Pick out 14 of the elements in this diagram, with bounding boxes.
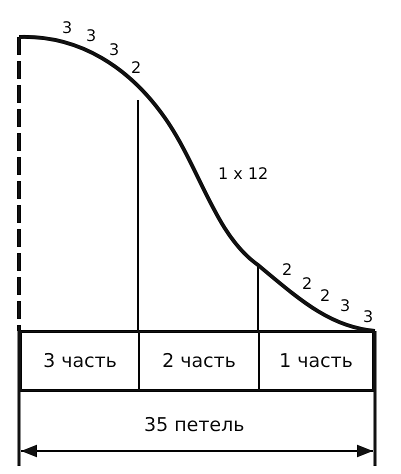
decrease-count: 2 (320, 288, 330, 304)
section-cell: 2 часть (138, 330, 258, 392)
decrease-count: 2 (131, 60, 142, 76)
decrease-count: 3 (363, 309, 374, 325)
decrease-count: 3 (86, 28, 96, 44)
decrease-count: 2 (282, 262, 292, 278)
decrease-count: 3 (109, 42, 120, 58)
decrease-count: 3 (340, 298, 350, 314)
section-cell: 3 часть (19, 330, 138, 392)
decrease-count: 3 (62, 20, 72, 36)
decrease-count: 1 x 12 (218, 166, 268, 182)
decrease-count: 2 (302, 276, 312, 292)
dimension-label: 35 петель (144, 416, 244, 435)
section-cell: 1 часть (258, 330, 375, 392)
